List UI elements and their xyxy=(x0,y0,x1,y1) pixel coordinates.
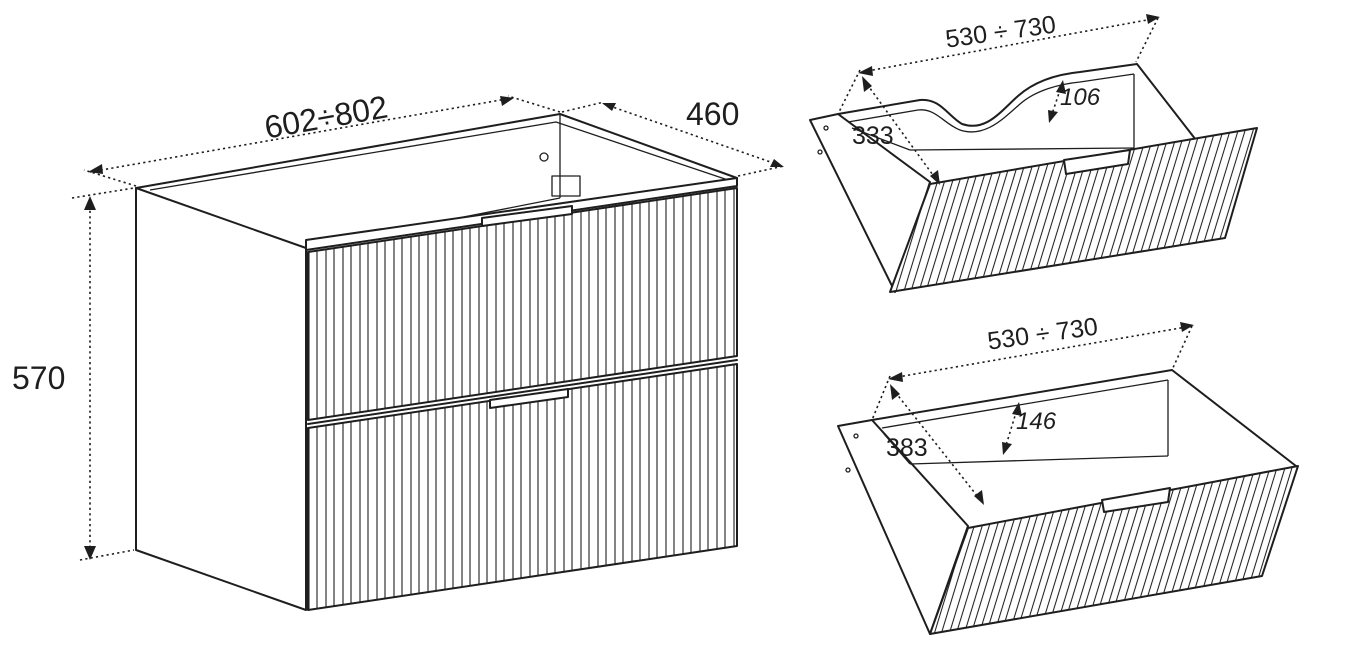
bottom-drawer-side xyxy=(837,419,969,635)
cabinet-inner-rim xyxy=(149,121,729,191)
top-drawer-handle xyxy=(1063,149,1131,175)
bottom-drawer-back-inner xyxy=(881,379,1169,429)
top-drawer-depth-label: 333 xyxy=(852,122,894,150)
cabinet-side-panel xyxy=(135,187,307,611)
bottom-drawer-floor-line xyxy=(909,455,1169,465)
cabinet-depth-label: 460 xyxy=(686,96,740,132)
bottom-drawer-width-dimension xyxy=(871,322,1194,421)
bottom-drawer-floor-side xyxy=(883,433,911,465)
bottom-drawer-height-label: 146 xyxy=(1016,408,1057,435)
bottom-drawer-front xyxy=(929,465,1299,635)
drawer-gap xyxy=(307,359,738,425)
bottom-drawer-hole xyxy=(853,433,859,439)
bottom-drawer-back-wall xyxy=(871,369,1297,467)
bottom-drawer-depth-label: 383 xyxy=(886,434,928,462)
cabinet-width-dimension xyxy=(83,95,561,187)
mounting-hole xyxy=(539,152,549,162)
mounting-bracket xyxy=(551,175,581,197)
top-drawer-back-inner xyxy=(847,73,1135,133)
bottom-drawer-drawing xyxy=(837,322,1299,635)
upper-drawer-front xyxy=(307,187,738,421)
top-drawer-hole xyxy=(823,125,829,131)
top-drawer-side xyxy=(809,113,931,293)
upper-drawer-handle xyxy=(481,205,573,227)
top-drawer-front xyxy=(889,127,1258,293)
top-drawer-width-dimension xyxy=(837,14,1160,115)
top-drawer-floor-line xyxy=(909,147,1135,151)
top-drawer-hole xyxy=(817,149,823,155)
cabinet-height-dimension xyxy=(71,187,135,561)
top-drawer-drawing xyxy=(809,14,1258,293)
lower-drawer-handle xyxy=(489,388,569,409)
top-drawer-height-label: 106 xyxy=(1060,84,1101,111)
bottom-drawer-height-dimension xyxy=(1002,402,1022,455)
top-drawer-back-wall xyxy=(837,63,1197,141)
cabinet-height-label: 570 xyxy=(12,360,66,396)
top-drawer-height-dimension xyxy=(1048,80,1066,123)
bottom-drawer-depth-dimension xyxy=(890,384,984,505)
lower-drawer-front xyxy=(307,363,738,611)
bottom-drawer-hole xyxy=(845,467,851,473)
bottom-drawer-handle xyxy=(1101,487,1171,513)
cabinet-drawing xyxy=(71,95,785,611)
top-drawer-floor-side xyxy=(851,127,911,151)
top-drawer-depth-dimension xyxy=(862,76,940,185)
cabinet-depth-dimension xyxy=(561,101,785,177)
